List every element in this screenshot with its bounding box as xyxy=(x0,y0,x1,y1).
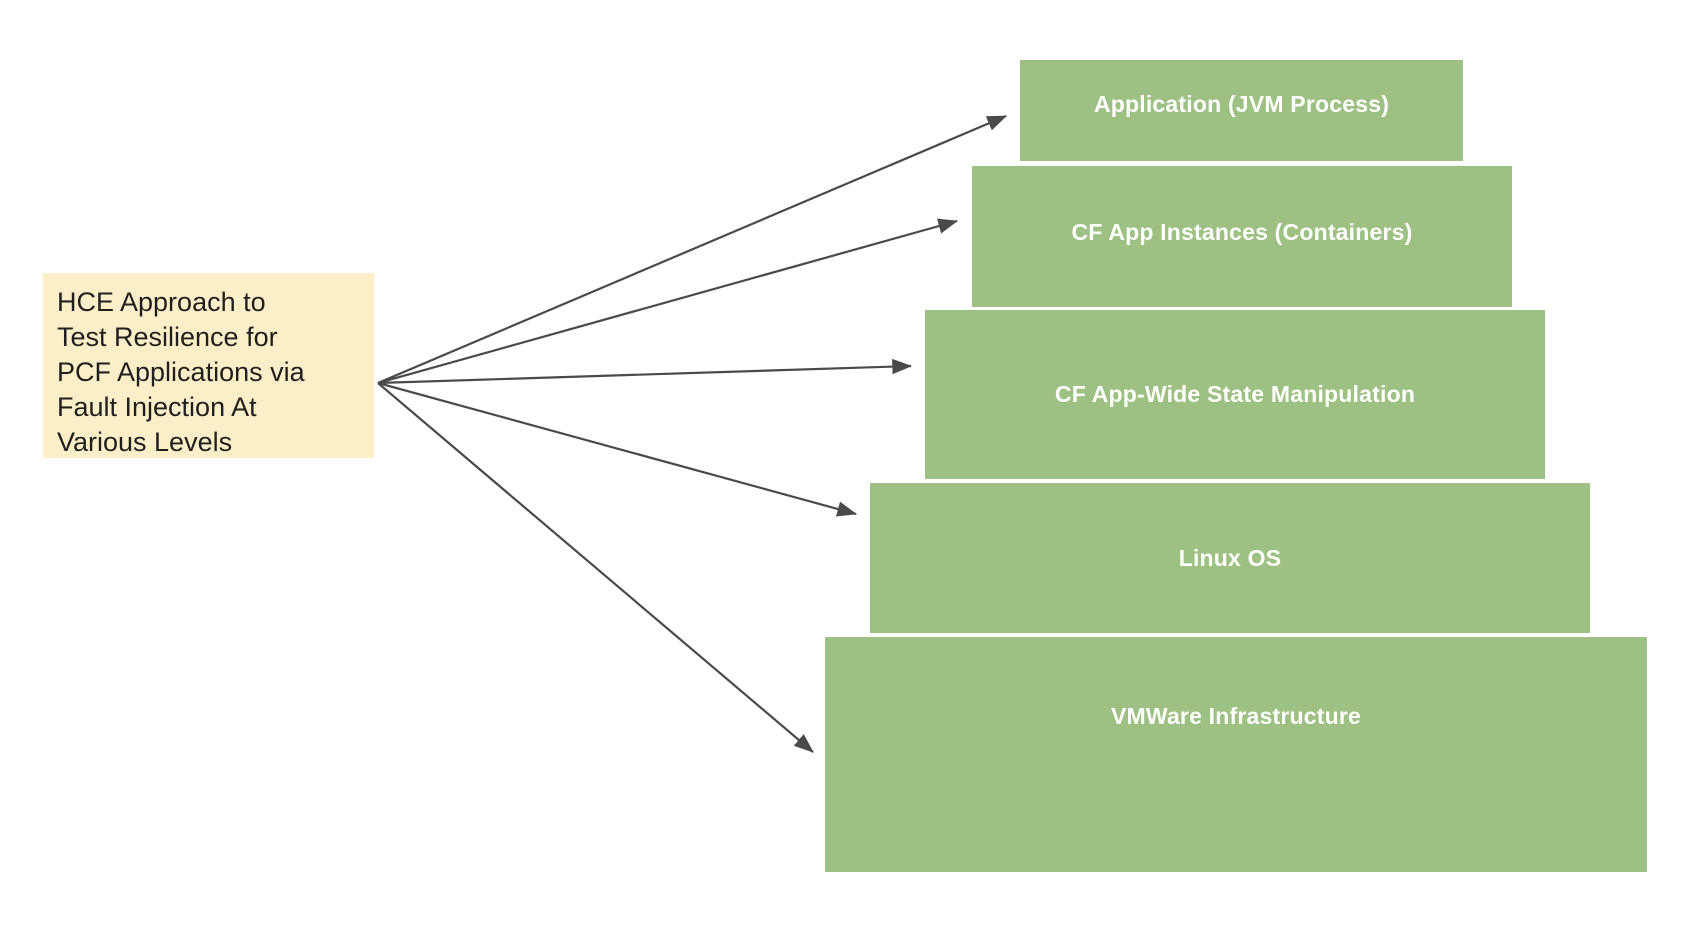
layer-box-linux-os[interactable]: Linux OS xyxy=(870,483,1590,633)
layer-label-cf-app-wide-state: CF App-Wide State Manipulation xyxy=(1054,381,1416,407)
layer-box-cf-app-wide-state[interactable]: CF App-Wide State Manipulation xyxy=(925,310,1545,479)
layer-label-vmware-infrastructure: VMWare Infrastructure xyxy=(1110,703,1361,729)
layer-label-linux-os: Linux OS xyxy=(1178,544,1282,571)
hce-approach-text: HCE Approach to Test Resilience for PCF … xyxy=(57,287,305,457)
connector-to-linux-os xyxy=(377,381,858,517)
connector-to-cf-app-instances xyxy=(377,218,959,385)
connector-to-application xyxy=(377,114,1008,385)
layer-box-application[interactable]: Application (JVM Process) xyxy=(1020,60,1463,161)
layer-box-vmware-infrastructure[interactable]: VMWare Infrastructure xyxy=(825,637,1647,872)
connector-to-vmware-infrastructure xyxy=(377,382,814,753)
connector-to-cf-app-wide-state xyxy=(377,358,913,385)
layer-box-cf-app-instances[interactable]: CF App Instances (Containers) xyxy=(972,166,1512,307)
layer-label-application: Application (JVM Process) xyxy=(1093,91,1390,117)
layer-label-cf-app-instances: CF App Instances (Containers) xyxy=(1071,219,1413,245)
hce-approach-box[interactable]: HCE Approach to Test Resilience for PCF … xyxy=(43,273,374,458)
